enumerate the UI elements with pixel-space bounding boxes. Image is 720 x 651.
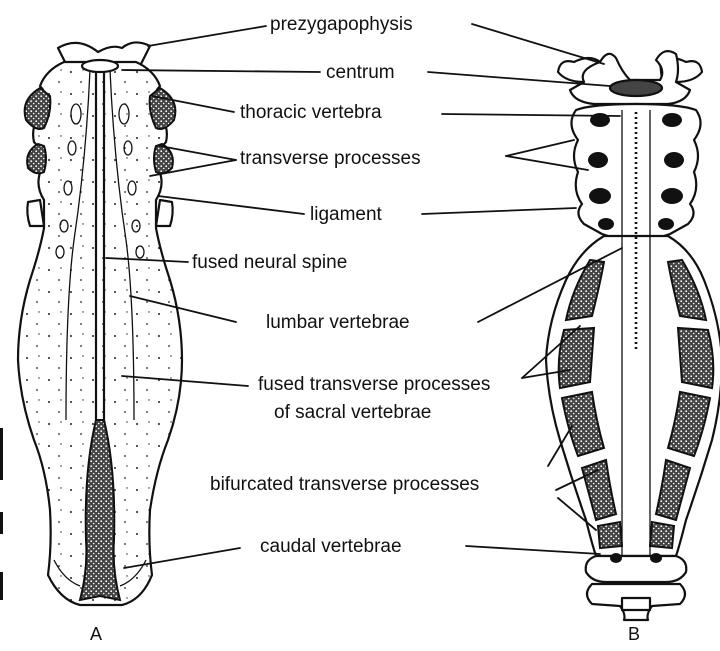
panel-label-b: B	[628, 624, 640, 644]
label-fused-neural-spine: fused neural spine	[192, 252, 347, 273]
label-ligament: ligament	[310, 204, 383, 225]
scan-edge-marks	[0, 428, 3, 600]
panel-label-a: A	[90, 624, 102, 644]
figure-a-dorsal-view	[18, 42, 182, 605]
figure-b-ventral-view	[546, 51, 720, 620]
label-fused-transverse-processes-2: of sacral vertebrae	[274, 402, 431, 423]
label-fused-transverse-processes-1: fused transverse processes	[258, 374, 490, 395]
label-bifurcated-transverse-processes: bifurcated transverse processes	[210, 474, 479, 495]
label-thoracic-vertebra: thoracic vertebra	[240, 102, 382, 123]
label-centrum: centrum	[326, 62, 395, 83]
label-prezygapophysis: prezygapophysis	[270, 14, 413, 35]
label-transverse-processes: transverse processes	[240, 148, 421, 169]
label-lumbar-vertebrae: lumbar vertebrae	[266, 312, 410, 333]
label-caudal-vertebrae: caudal vertebrae	[260, 536, 402, 557]
